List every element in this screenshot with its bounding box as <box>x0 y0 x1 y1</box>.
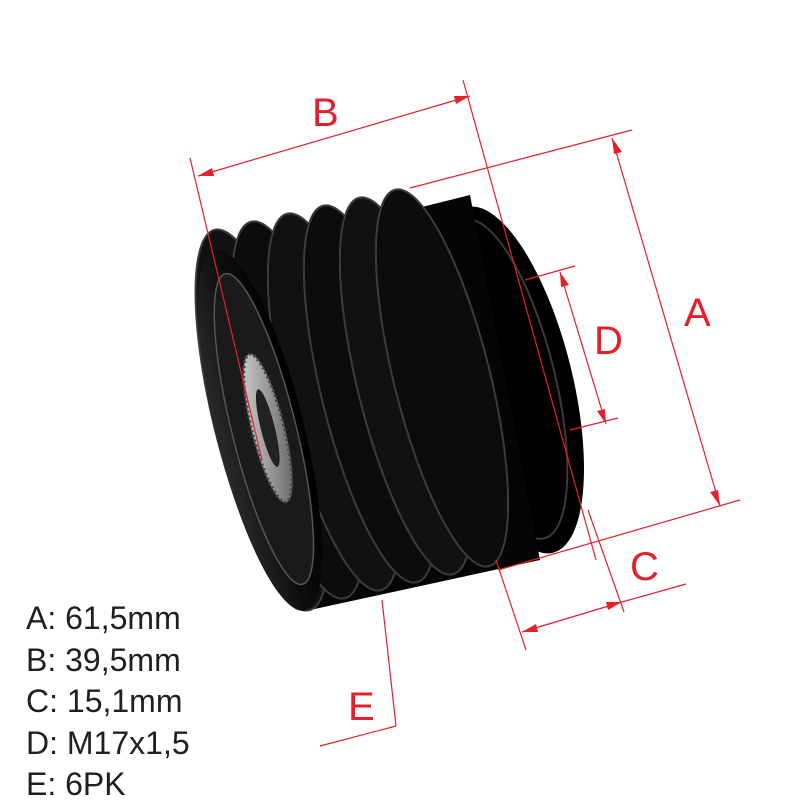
dim-b-extension-right <box>462 79 597 561</box>
dim-c-extension-right <box>587 509 625 613</box>
dim-c-leader <box>621 583 687 603</box>
dim-c-arrowhead-left <box>522 624 538 632</box>
spec-key: E: <box>26 766 57 802</box>
pulley-body <box>194 188 584 612</box>
dim-d-extension-top <box>524 265 576 281</box>
dim-label-a: A <box>684 291 711 335</box>
dim-b-arrow-line <box>197 95 471 177</box>
dim-e-base <box>319 725 397 747</box>
spec-value: 15,1mm <box>66 683 183 719</box>
dimension-lines <box>189 79 741 747</box>
dim-d-arrowhead-bottom <box>597 409 606 424</box>
dim-d-arrow-line <box>559 271 607 425</box>
dim-b-arrowhead-left <box>198 168 214 176</box>
dim-b-arrowhead-right <box>454 96 470 104</box>
spec-value: 39,5mm <box>65 641 181 678</box>
spec-row-c: C: 15,1mm <box>26 681 190 723</box>
spec-row-e: E: 6PK <box>26 764 190 806</box>
spec-key: C: <box>26 683 58 719</box>
dim-b-extension-left <box>189 157 263 461</box>
dim-a-arrowhead-top <box>612 138 622 154</box>
spec-row-a: A: 61,5mm <box>26 598 190 640</box>
dim-e-leader <box>381 599 397 727</box>
dim-label-c: C <box>630 545 659 589</box>
dim-label-d: D <box>594 319 623 363</box>
spec-key: A: <box>26 600 57 636</box>
dim-label-b: B <box>312 91 339 135</box>
dim-a-extension-top <box>409 129 633 189</box>
front-face <box>197 249 323 611</box>
dim-a-extension-bottom <box>497 499 741 571</box>
spec-value: 61,5mm <box>65 600 181 636</box>
spec-value: 6PK <box>65 766 126 802</box>
dim-a-arrowhead-bottom <box>710 490 720 506</box>
spec-row-d: D: M17x1,5 <box>26 723 190 765</box>
spec-value: M17x1,5 <box>66 724 190 761</box>
dim-c-arrow-line <box>521 601 623 633</box>
spec-key: B: <box>26 641 57 678</box>
dim-d-extension-bottom <box>569 417 619 431</box>
dim-a-arrow-line <box>611 137 721 507</box>
spec-list: A: 61,5mm B: 39,5mm C: 15,1mm D: M17x1,5… <box>26 598 190 806</box>
dim-c-arrowhead-right <box>606 602 622 610</box>
dim-c-extension-left <box>495 559 527 651</box>
spec-key: D: <box>26 724 58 761</box>
spec-row-b: B: 39,5mm <box>26 640 190 682</box>
dim-label-e: E <box>348 685 375 729</box>
dim-d-arrowhead-top <box>560 272 569 287</box>
